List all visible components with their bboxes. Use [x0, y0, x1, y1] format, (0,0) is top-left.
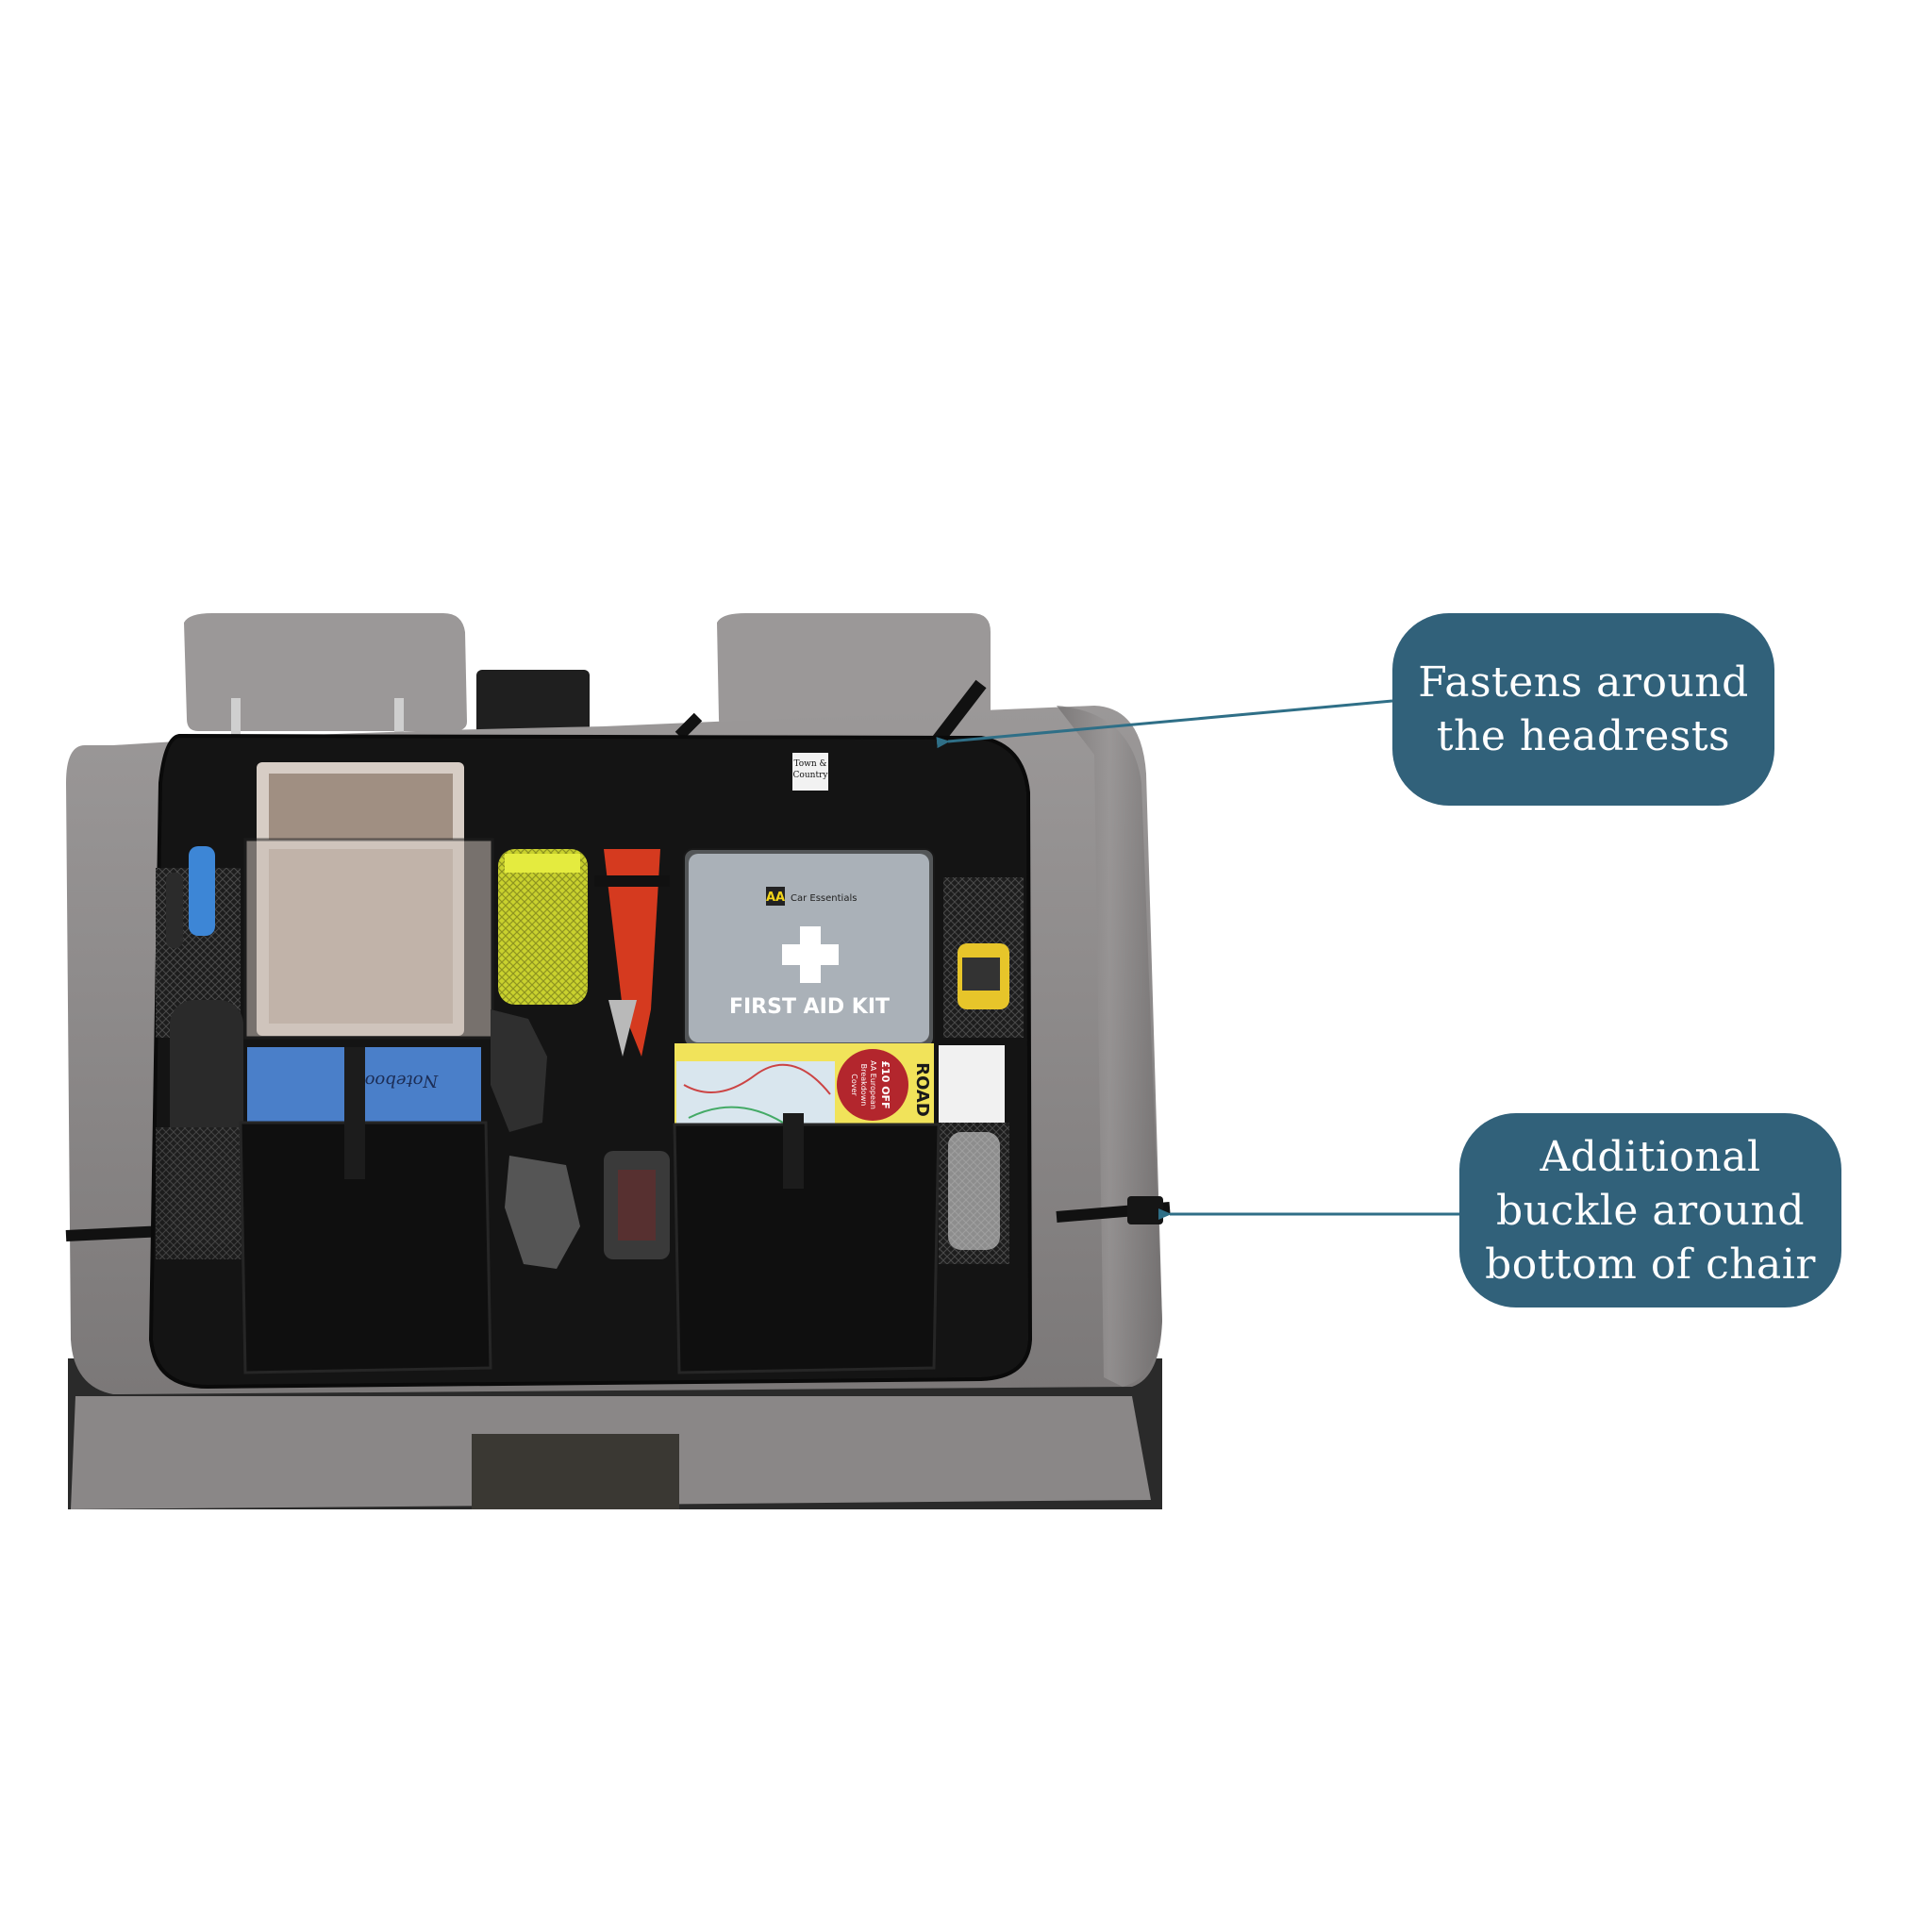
seat-mechanism [472, 1434, 679, 1509]
callout-headrests-line-2: the headrests [1436, 712, 1731, 760]
clear-bottle [948, 1132, 1000, 1250]
brand-tag-line-2: Country [793, 771, 829, 780]
atlas-road-line [683, 1063, 831, 1095]
atlas-sticker [837, 1049, 908, 1121]
pocket-strap [344, 1047, 365, 1179]
small-pouch-label [618, 1170, 656, 1241]
centre-headrest [476, 670, 590, 736]
cloth-fold [505, 854, 580, 873]
screwdriver [189, 846, 215, 936]
callout-buckle-line-3: bottom of chair [1485, 1240, 1816, 1289]
pliers [604, 849, 660, 1057]
headrest-strap [928, 679, 987, 750]
lower-pocket-right [673, 1123, 941, 1374]
headrest-post [231, 698, 241, 736]
atlas-sticker-line-2: AA European [869, 1060, 877, 1109]
notebook-title: Notebook [355, 1071, 440, 1091]
first-aid-title: FIRST AID KIT [729, 995, 890, 1019]
strap-buckle [1127, 1196, 1163, 1224]
screwdriver-2 [166, 873, 183, 948]
atlas-map [676, 1061, 835, 1134]
atlas-sticker-line-1: £10 OFF [879, 1060, 891, 1108]
white-cross-icon [782, 926, 839, 983]
seat-organiser: Town & Country AA Car Essentials FIRST A [148, 733, 1033, 1390]
left-headrest [184, 613, 467, 731]
clear-pocket-left [243, 838, 494, 1040]
elastic-loop [594, 875, 670, 887]
bottom-strap [65, 1225, 166, 1241]
brand-tag-line-1: Town & [793, 759, 826, 769]
bottle-mesh-pocket [156, 1127, 245, 1259]
glove [505, 1156, 580, 1269]
glove [491, 1009, 547, 1132]
callout-buckle-line-1: Additional [1540, 1132, 1761, 1181]
headrest-strap [675, 712, 703, 741]
pliers-jaws [608, 1000, 637, 1057]
callout-buckle-line-2: buckle around [1495, 1186, 1805, 1235]
white-container [939, 1045, 1005, 1125]
callout-headrests: Fastens around the headrests [1392, 613, 1774, 806]
atlas-title: ROAD [912, 1062, 932, 1117]
atlas-sticker-line-3: Breakdown [859, 1064, 868, 1107]
brand-tag [792, 753, 828, 791]
callout-headrests-line-1: Fastens around [1418, 658, 1749, 707]
arrow-left-icon [936, 699, 1393, 749]
microfibre-cloth [498, 849, 588, 1005]
atlas-sticker-line-4: Cover [850, 1074, 858, 1096]
aa-logo [766, 887, 785, 906]
aa-logo-text: AA [766, 891, 785, 905]
first-aid-subtitle: Car Essentials [791, 893, 857, 904]
lower-pocket-left [239, 1121, 492, 1374]
pocket-strap [783, 1113, 804, 1189]
right-headrest [717, 613, 991, 731]
headrest-post [394, 698, 404, 736]
tape-measure-face [962, 958, 1000, 991]
callout-buckle: Additional buckle around bottom of chair [1459, 1113, 1841, 1307]
tackle-box-compartments [269, 774, 453, 840]
atlas-road-line [688, 1106, 784, 1124]
